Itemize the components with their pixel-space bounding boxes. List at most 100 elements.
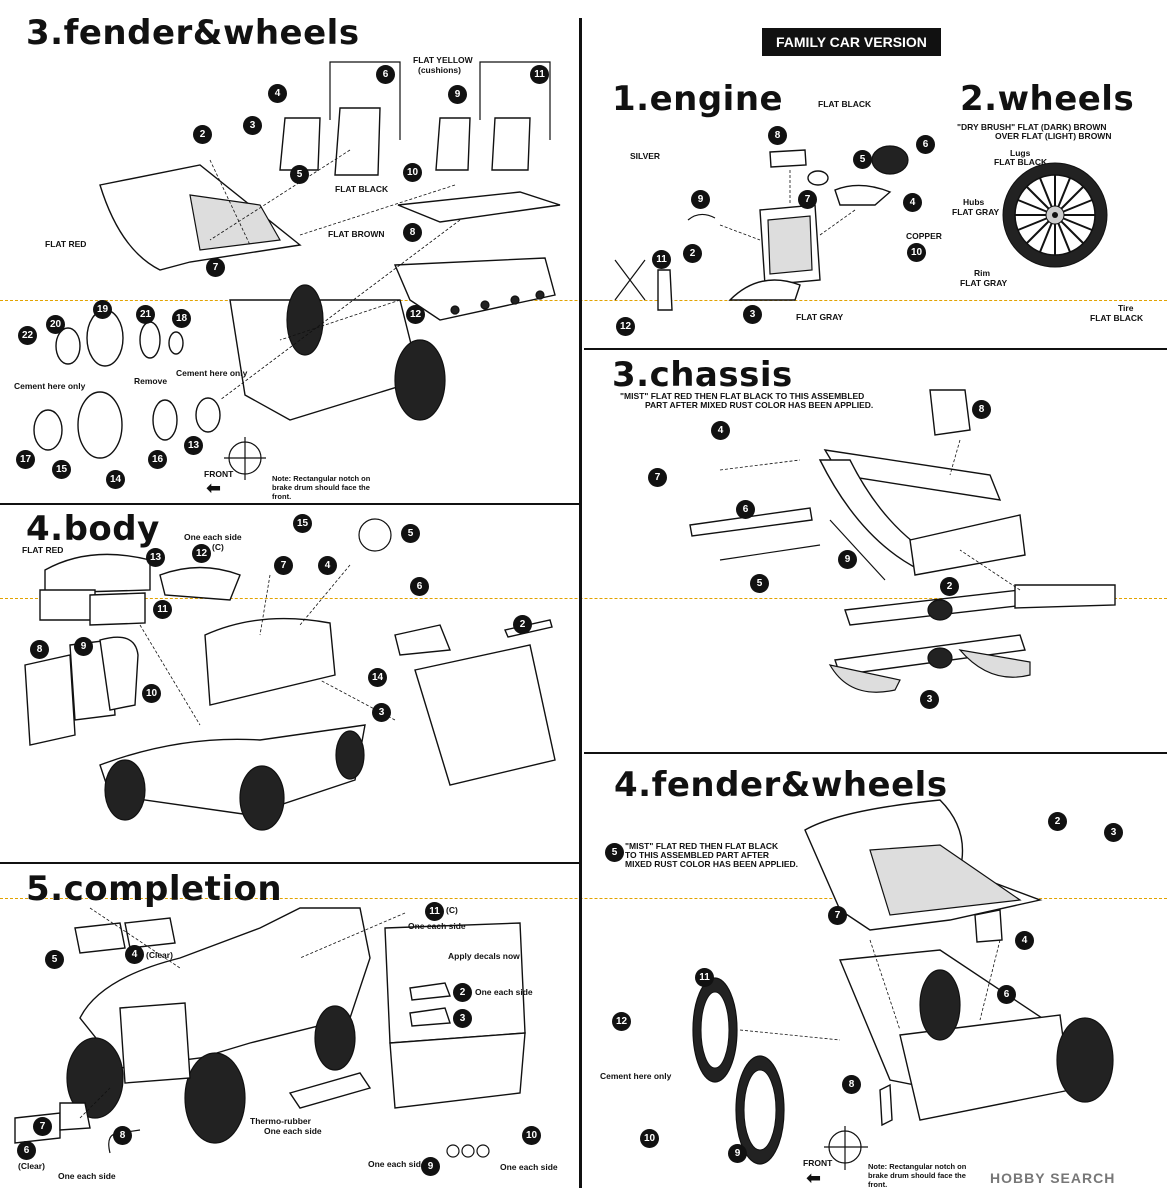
label-one-each-side-thermo: One each side (264, 1126, 322, 1136)
label-silver: SILVER (630, 151, 661, 161)
label-flat-red-body: FLAT RED (22, 545, 64, 555)
body-diagram (24, 518, 556, 831)
family-car-version-badge: FAMILY CAR VERSION (762, 28, 941, 56)
part-number-17: 17 (16, 450, 35, 469)
chassis-part-4: 4 (711, 421, 730, 440)
fender-right-part-9: 9 (728, 1144, 747, 1163)
part-number-3-body: 3 (372, 703, 391, 722)
fender-right-part-5: 5 (605, 843, 624, 862)
part-number-15: 15 (52, 460, 71, 479)
part-number-9: 9 (448, 85, 467, 104)
fender-right-part-7: 7 (828, 906, 847, 925)
engine-part-5: 5 (853, 150, 872, 169)
label-one-each-side-mid: One each side (475, 987, 533, 997)
part-number-19: 19 (93, 300, 112, 319)
engine-part-12: 12 (616, 317, 635, 336)
front-arrow-right-icon: ⬅ (806, 1168, 822, 1189)
fender-right-part-8: 8 (842, 1075, 861, 1094)
label-copper: COPPER (906, 231, 942, 241)
engine-part-3: 3 (743, 305, 762, 324)
label-c-completion: (C) (446, 905, 458, 915)
label-remove: Remove (134, 376, 168, 386)
part-number-6: 6 (376, 65, 395, 84)
label-rim-color: FLAT GRAY (960, 278, 1008, 288)
section-title-engine: 1.engine (612, 79, 784, 119)
chassis-part-7: 7 (648, 468, 667, 487)
part-number-7-completion: 7 (33, 1117, 52, 1136)
fender-wheels-right-diagram (692, 799, 1114, 1170)
engine-part-4: 4 (903, 193, 922, 212)
fender-right-part-4: 4 (1015, 931, 1034, 950)
left-divider-1 (0, 503, 580, 505)
part-number-14-body: 14 (368, 668, 387, 687)
fender-note-line1: "MIST" FLAT RED THEN FLAT BLACK (625, 841, 779, 851)
part-number-12-body: 12 (192, 544, 211, 563)
fender-right-part-2: 2 (1048, 812, 1067, 831)
fender-note-line2: TO THIS ASSEMBLED PART AFTER (625, 850, 770, 860)
label-tire: Tire (1118, 303, 1134, 313)
part-number-11: 11 (530, 65, 549, 84)
part-number-13-body: 13 (146, 548, 165, 567)
label-cement-mid: Cement here only (176, 368, 248, 378)
part-number-18: 18 (172, 309, 191, 328)
chassis-part-5: 5 (750, 574, 769, 593)
label-lugs: Lugs (1010, 148, 1031, 158)
part-number-11-completion: 11 (425, 902, 444, 921)
part-number-7-body: 7 (274, 556, 293, 575)
part-number-22: 22 (18, 326, 37, 345)
part-number-9-body: 9 (74, 637, 93, 656)
part-number-10-body: 10 (142, 684, 161, 703)
label-flat-gray-engine: FLAT GRAY (796, 312, 844, 322)
chassis-part-8: 8 (972, 400, 991, 419)
part-number-6-body: 6 (410, 577, 429, 596)
label-thermo-rubber: Thermo-rubber (250, 1116, 311, 1126)
section-title-fender-wheels-right: 4.fender&wheels (614, 765, 948, 805)
label-flat-black: FLAT BLACK (335, 184, 389, 194)
fender-right-part-10: 10 (640, 1129, 659, 1148)
part-number-4-completion: 4 (125, 945, 144, 964)
wheel-diagram (1002, 162, 1108, 268)
part-number-21: 21 (136, 305, 155, 324)
part-number-4: 4 (268, 84, 287, 103)
guide-line-middle (0, 598, 1167, 599)
label-rim: Rim (974, 268, 991, 278)
section-title-chassis: 3.chassis (612, 355, 793, 395)
part-number-2: 2 (193, 125, 212, 144)
part-number-10-completion: 10 (522, 1126, 541, 1145)
guide-line-top (0, 300, 1167, 301)
chassis-part-2: 2 (940, 577, 959, 596)
part-number-3: 3 (243, 116, 262, 135)
engine-part-2: 2 (683, 244, 702, 263)
part-number-8: 8 (403, 223, 422, 242)
section-title-completion: 5.completion (26, 869, 283, 909)
part-number-2-completion: 2 (453, 983, 472, 1002)
fender-note-line3: MIXED RUST COLOR HAS BEEN APPLIED. (625, 859, 799, 869)
guide-line-bottom (0, 898, 1167, 899)
part-number-8-completion: 8 (113, 1126, 132, 1145)
engine-part-11: 11 (652, 250, 671, 269)
part-number-7: 7 (206, 258, 225, 277)
label-front-right: FRONT (803, 1158, 833, 1168)
part-number-10: 10 (403, 163, 422, 182)
label-dry-brush: "DRY BRUSH" FLAT (DARK) BROWN (957, 122, 1107, 132)
part-number-6-completion: 6 (17, 1141, 36, 1160)
engine-diagram (614, 145, 909, 311)
part-number-12: 12 (406, 305, 425, 324)
label-one-each-side-10: One each side (500, 1162, 558, 1172)
part-number-9-completion: 9 (421, 1157, 440, 1176)
part-number-5-body: 5 (401, 524, 420, 543)
label-clear-bottom: (Clear) (18, 1161, 45, 1171)
engine-part-6: 6 (916, 135, 935, 154)
part-number-8-body: 8 (30, 640, 49, 659)
part-number-20: 20 (46, 315, 65, 334)
section-title-fender-wheels: 3.fender&wheels (26, 13, 360, 53)
label-flat-red: FLAT RED (45, 239, 87, 249)
part-number-13: 13 (184, 436, 203, 455)
label-over-flat: OVER FLAT (LIGHT) BROWN (995, 131, 1112, 141)
right-divider-2 (584, 752, 1167, 754)
part-number-2-body: 2 (513, 615, 532, 634)
label-cushions: (cushions) (418, 65, 461, 75)
label-one-each-side-top: One each side (408, 921, 466, 931)
part-number-3-completion: 3 (453, 1009, 472, 1028)
engine-part-7: 7 (798, 190, 817, 209)
